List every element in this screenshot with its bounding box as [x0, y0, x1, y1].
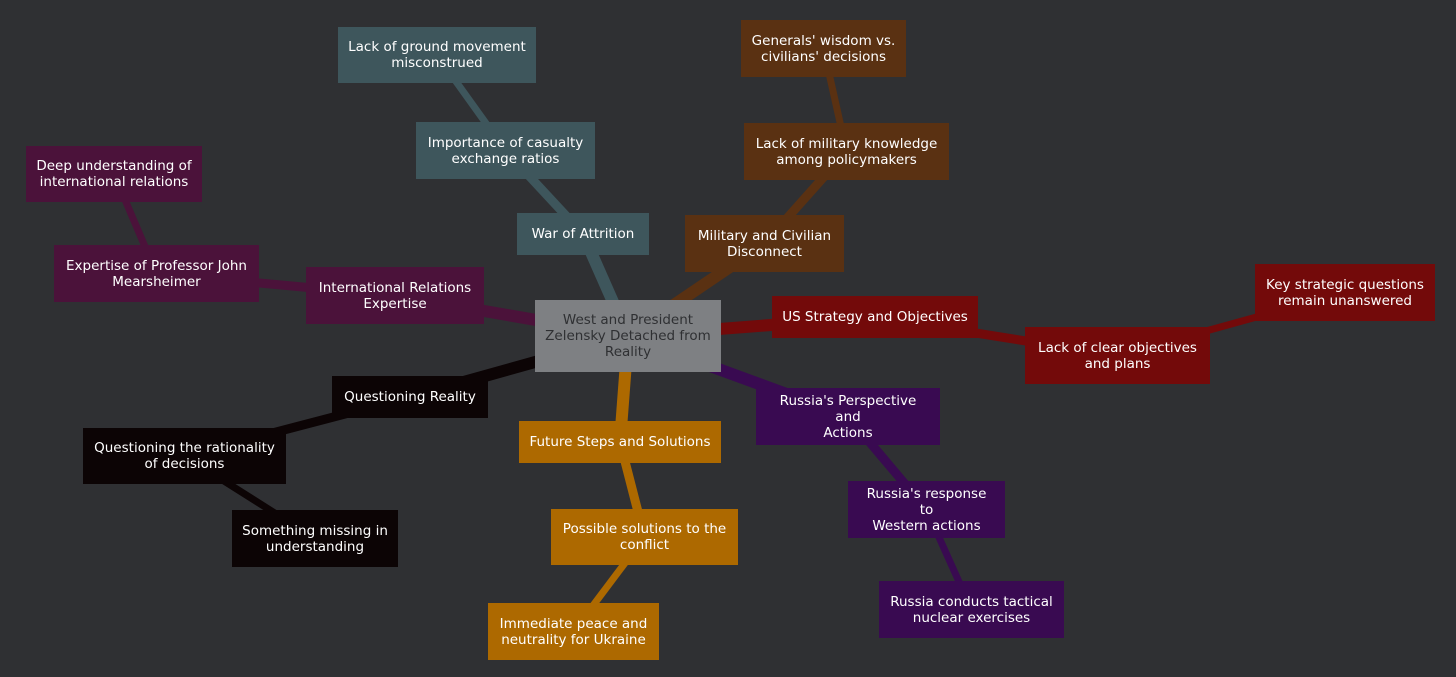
deep-understanding-node[interactable]: Deep understanding of international rela…	[26, 146, 202, 202]
nuclear-exercises-label: Russia conducts tactical nuclear exercis…	[890, 593, 1053, 626]
ground-movement-node[interactable]: Lack of ground movement misconstrued	[338, 27, 536, 83]
russia-perspective-label: Russia's Perspective and Actions	[779, 392, 917, 441]
us-strategy-label: US Strategy and Objectives	[782, 309, 968, 325]
generals-wisdom-label: Generals' wisdom vs. civilians' decision…	[751, 32, 896, 65]
something-missing-label: Something missing in understanding	[242, 522, 388, 555]
deep-understanding-label: Deep understanding of international rela…	[36, 158, 192, 190]
future-steps-label: Future Steps and Solutions	[529, 434, 711, 450]
ir-expertise-label: International Relations Expertise	[318, 279, 472, 312]
russia-response-label: Russia's response to Western actions	[866, 485, 987, 534]
military-knowledge-node[interactable]: Lack of military knowledge among policym…	[744, 123, 949, 180]
russia-perspective-node[interactable]: Russia's Perspective and Actions	[756, 388, 940, 445]
rationality-label: Questioning the rationality of decisions	[94, 440, 275, 472]
military-civilian-label: Military and Civilian Disconnect	[697, 227, 832, 260]
war-of-attrition-node[interactable]: War of Attrition	[517, 213, 649, 255]
mearsheimer-label: Expertise of Professor John Mearsheimer	[66, 257, 247, 290]
possible-solutions-node[interactable]: Possible solutions to the conflict	[551, 509, 738, 565]
generals-wisdom-node[interactable]: Generals' wisdom vs. civilians' decision…	[741, 20, 906, 77]
military-civilian-node[interactable]: Military and Civilian Disconnect	[685, 215, 844, 272]
mearsheimer-node[interactable]: Expertise of Professor John Mearsheimer	[54, 245, 259, 302]
questioning-reality-node[interactable]: Questioning Reality	[332, 376, 488, 418]
strategic-questions-label: Key strategic questions remain unanswere…	[1266, 276, 1424, 309]
questioning-reality-label: Questioning Reality	[344, 389, 476, 405]
root-node-label: West and President Zelensky Detached fro…	[545, 312, 711, 360]
russia-response-node[interactable]: Russia's response to Western actions	[848, 481, 1005, 538]
immediate-peace-node[interactable]: Immediate peace and neutrality for Ukrai…	[488, 603, 659, 660]
immediate-peace-label: Immediate peace and neutrality for Ukrai…	[499, 615, 648, 648]
war-of-attrition-label: War of Attrition	[531, 226, 635, 242]
rationality-node[interactable]: Questioning the rationality of decisions	[83, 428, 286, 484]
nuclear-exercises-node[interactable]: Russia conducts tactical nuclear exercis…	[879, 581, 1064, 638]
clear-objectives-node[interactable]: Lack of clear objectives and plans	[1025, 327, 1210, 384]
casualty-ratios-label: Importance of casualty exchange ratios	[427, 134, 584, 167]
future-steps-node[interactable]: Future Steps and Solutions	[519, 421, 721, 463]
military-knowledge-label: Lack of military knowledge among policym…	[755, 135, 938, 168]
strategic-questions-node[interactable]: Key strategic questions remain unanswere…	[1255, 264, 1435, 321]
casualty-ratios-node[interactable]: Importance of casualty exchange ratios	[416, 122, 595, 179]
something-missing-node[interactable]: Something missing in understanding	[232, 510, 398, 567]
us-strategy-node[interactable]: US Strategy and Objectives	[772, 296, 978, 338]
ir-expertise-node[interactable]: International Relations Expertise	[306, 267, 484, 324]
root-node[interactable]: West and President Zelensky Detached fro…	[535, 300, 721, 372]
ground-movement-label: Lack of ground movement misconstrued	[348, 39, 526, 71]
possible-solutions-label: Possible solutions to the conflict	[562, 521, 727, 553]
clear-objectives-label: Lack of clear objectives and plans	[1038, 339, 1197, 372]
